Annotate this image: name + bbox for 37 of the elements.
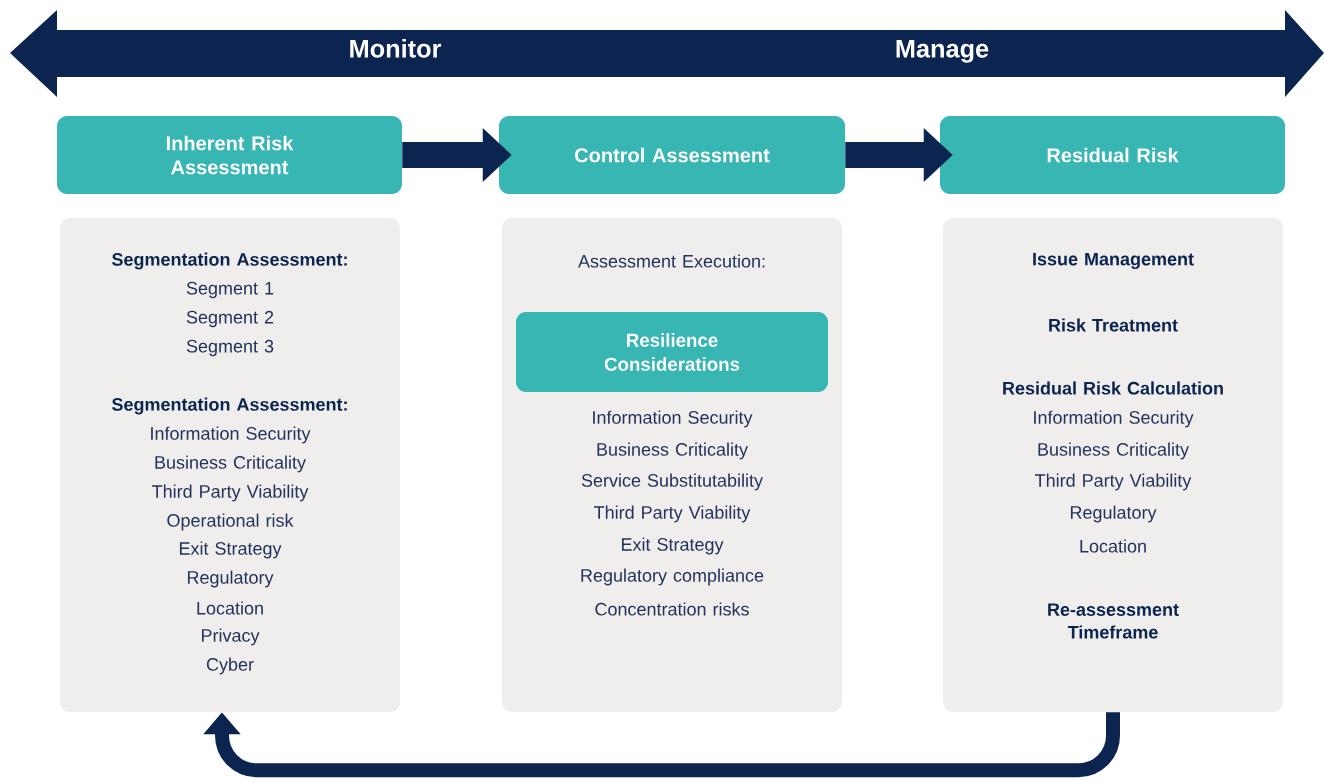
header-box: Residual Risk	[940, 116, 1285, 194]
list-heading: Risk Treatment	[1049, 318, 1178, 332]
list-item: Regulatory	[187, 570, 274, 588]
list-item: Third Party Viability	[1035, 473, 1192, 491]
list-item: Concentration risks	[595, 602, 749, 616]
list-heading: Segmentation Assessment:	[112, 252, 347, 270]
arrow-label: Monitor	[350, 39, 442, 58]
header-box: Resilience Considerations	[516, 312, 828, 392]
arrow-label: Manage	[896, 40, 989, 63]
list-item: Information Security	[593, 410, 753, 428]
list-item: Privacy	[202, 628, 260, 646]
list-item: Cyber	[206, 657, 254, 675]
list-item: Segment 2	[186, 310, 274, 328]
list-item: Business Criticality	[597, 442, 748, 460]
list-heading: Segmentation Assessment:	[112, 397, 347, 415]
list-item: Business Criticality	[155, 455, 306, 473]
list-item: Exit Strategy	[621, 537, 724, 555]
list-item: Information Security	[151, 426, 311, 444]
list-item: Third Party Viability	[152, 484, 309, 502]
list-item: Segment 1	[186, 281, 274, 299]
list-item: Third Party Viability	[594, 505, 751, 523]
list-item: Segment 3	[186, 339, 274, 357]
list-heading: Residual Risk Calculation	[1003, 381, 1223, 395]
list-item: Information Security	[1034, 410, 1194, 428]
list-heading: Re-assessment Timeframe	[1048, 603, 1179, 639]
list-item: Assessment Execution:	[578, 254, 765, 268]
header-box: Inherent Risk Assessment	[57, 116, 402, 194]
list-item: Service Substitutability	[581, 473, 763, 491]
list-item: Regulatory	[1070, 505, 1157, 523]
list-item: Location	[1080, 539, 1146, 553]
list-item: Business Criticality	[1038, 442, 1189, 460]
list-item: Exit Strategy	[179, 541, 282, 559]
list-heading: Issue Management	[1033, 252, 1194, 270]
list-item: Location	[197, 601, 263, 615]
list-item: Operational risk	[167, 513, 294, 531]
list-item: Regulatory compliance	[581, 568, 764, 586]
header-box: Control Assessment	[499, 116, 845, 194]
